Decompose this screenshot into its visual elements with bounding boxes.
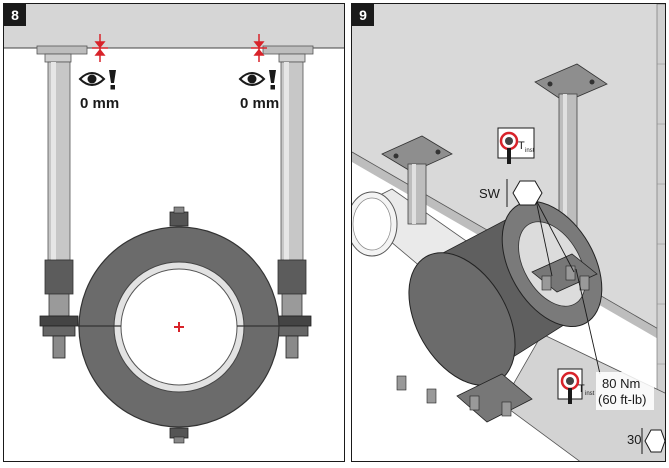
bottom-bolt bbox=[169, 427, 189, 439]
torque-symbol-bottom: T bbox=[578, 383, 585, 395]
callout-leaders bbox=[535, 199, 601, 375]
gap-value-left: 0 mm bbox=[80, 95, 119, 112]
step-number-badge: 8 bbox=[4, 4, 26, 26]
left-hanger bbox=[381, 135, 453, 225]
center-mark bbox=[174, 322, 184, 332]
torque-value-imperial: (60 ft-lb) bbox=[598, 392, 646, 407]
right-hanger bbox=[262, 45, 314, 359]
gap-marker-right bbox=[251, 34, 267, 62]
hex-nut-icon bbox=[641, 428, 665, 454]
torque-wrench-icon bbox=[497, 127, 535, 164]
inspect-eye-icon bbox=[238, 70, 276, 90]
gap-value-right: 0 mm bbox=[240, 95, 279, 112]
clamp-top bbox=[531, 253, 598, 293]
top-bolt bbox=[169, 211, 189, 227]
hex-nut-icon bbox=[506, 179, 543, 207]
gap-marker-left bbox=[92, 34, 108, 62]
torque-symbol-bottom-sub: inst bbox=[585, 391, 595, 397]
torque-value: 80 Nm bbox=[602, 376, 640, 391]
torque-symbol-top: T bbox=[518, 140, 525, 152]
front-view-diagram: 0 mm 0 mm bbox=[4, 4, 344, 444]
step-number-badge: 9 bbox=[352, 4, 374, 26]
clamp-bottom bbox=[396, 373, 533, 423]
hex-size-label: 30 bbox=[627, 432, 641, 447]
step-8-panel: 8 bbox=[3, 3, 345, 462]
ceiling bbox=[4, 4, 344, 48]
inspect-eye-icon bbox=[78, 70, 116, 90]
isometric-view-diagram: T inst SW T inst 80 Nm (60 ft-lb) 30 bbox=[352, 4, 665, 461]
left-hanger bbox=[36, 45, 88, 359]
step-9-panel: 9 bbox=[351, 3, 666, 462]
torque-symbol-top-sub: inst bbox=[525, 148, 535, 154]
wrench-size-label: SW bbox=[479, 186, 501, 201]
torque-callout bbox=[557, 368, 583, 404]
